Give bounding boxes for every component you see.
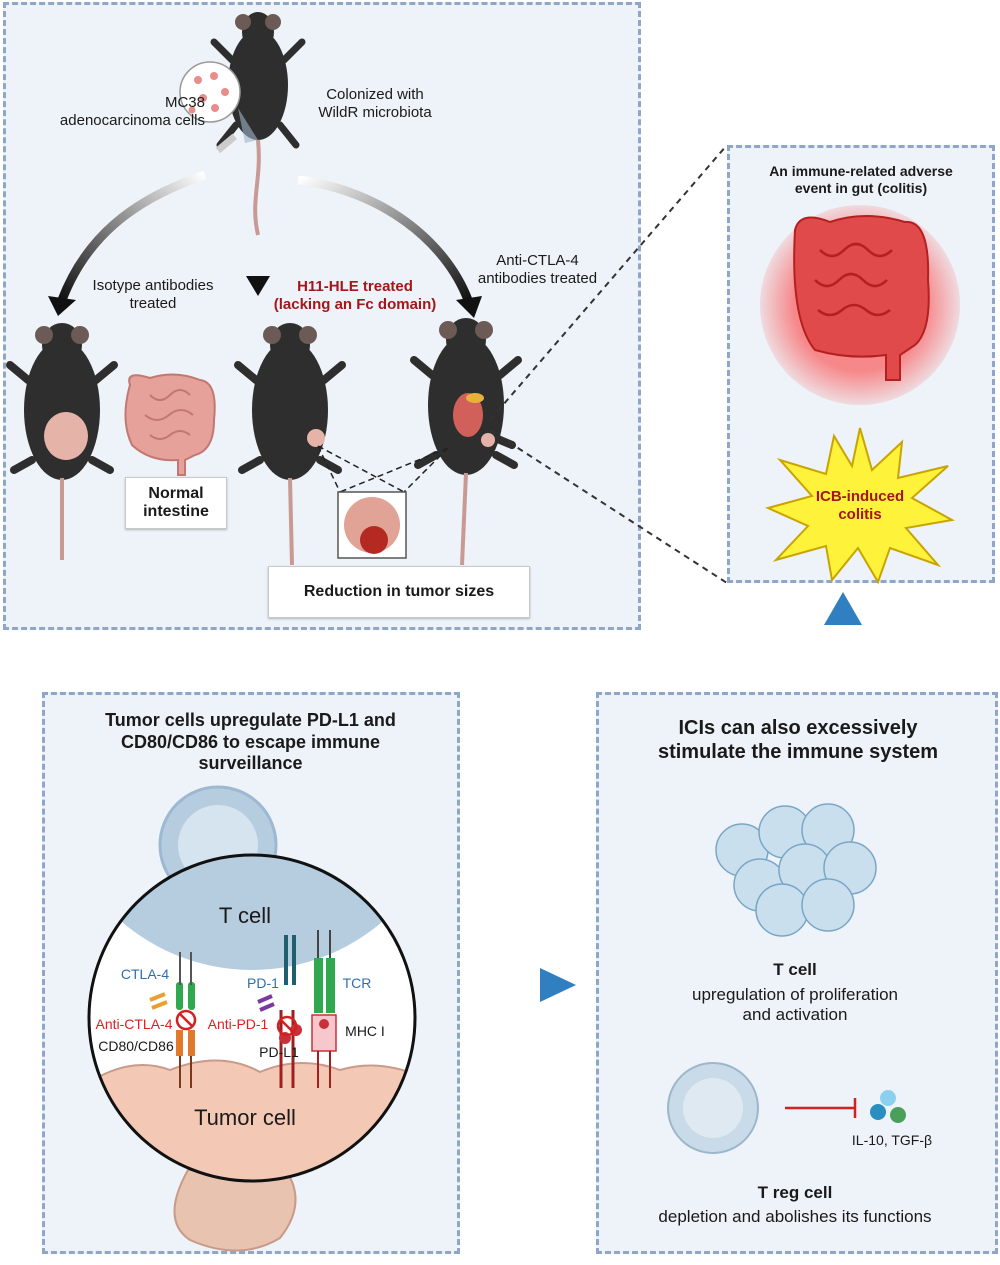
colonized-label: Colonized with WildR microbiota	[318, 86, 432, 121]
cd80-cd86-label: CD80/CD86	[98, 1038, 174, 1054]
treg-description: depletion and abolishes its functions	[658, 1207, 932, 1226]
t-cell-cluster-icon	[715, 803, 877, 937]
arrow-to-isotype	[57, 170, 207, 302]
reduction-label: Reduction in tumor sizes	[268, 566, 530, 618]
mouse-experiment-panel	[3, 2, 641, 630]
isotype-label: Isotype antibodies treated	[92, 277, 214, 312]
t-cell-label: T cell	[218, 903, 272, 928]
tumor-panel-title: Tumor cells upregulate PD-L1 and CD80/CD…	[105, 710, 396, 774]
tcell-description: upregulation of proliferation and activa…	[691, 985, 899, 1025]
normal-intestine-label: Normal intestine	[125, 477, 227, 529]
ctla4-treated-label: Anti-CTLA-4 antibodies treated	[477, 252, 598, 287]
anti-pd1-label: Anti-PD-1	[207, 1016, 269, 1032]
mhc-label: MHC I	[345, 1023, 385, 1039]
zoom-circle	[87, 853, 417, 1183]
colitis-burst-label: ICB-induced colitis	[815, 488, 905, 523]
pdl1-label: PD-L1	[259, 1044, 299, 1060]
top-mouse	[210, 12, 306, 236]
tcell-title: T cell	[773, 960, 817, 979]
cell-culture-icon	[179, 61, 258, 154]
anti-ctla4-label: Anti-CTLA-4	[95, 1016, 173, 1032]
inhibition-line	[785, 1098, 857, 1118]
normal-intestine-icon	[124, 373, 216, 476]
isotype-mouse	[6, 323, 118, 560]
colitis-burst	[765, 427, 955, 585]
treg-title: T reg cell	[757, 1183, 833, 1202]
ctla4-label: CTLA-4	[120, 966, 170, 982]
cells-label: MC38 adenocarcinoma cells	[59, 94, 205, 129]
h11-label: H11-HLE treated (lacking an Fc domain)	[273, 278, 437, 313]
pd1-label: PD-1	[247, 975, 279, 991]
ctla4-mouse	[410, 318, 522, 566]
colitis-title: An immune-related adverse event in gut (…	[769, 163, 953, 196]
cytokine-label: IL-10, TGF-β	[851, 1132, 933, 1148]
ici-panel-title: ICIs can also excessively stimulate the …	[657, 717, 939, 763]
tcr-label: TCR	[342, 975, 372, 991]
inflamed-gut-icon	[760, 205, 960, 405]
arrow-to-ctla4	[297, 175, 473, 302]
h11-mouse	[234, 323, 346, 566]
ici-stimulation-panel	[596, 692, 998, 1254]
tumor-cell-label: Tumor cell	[194, 1105, 296, 1130]
